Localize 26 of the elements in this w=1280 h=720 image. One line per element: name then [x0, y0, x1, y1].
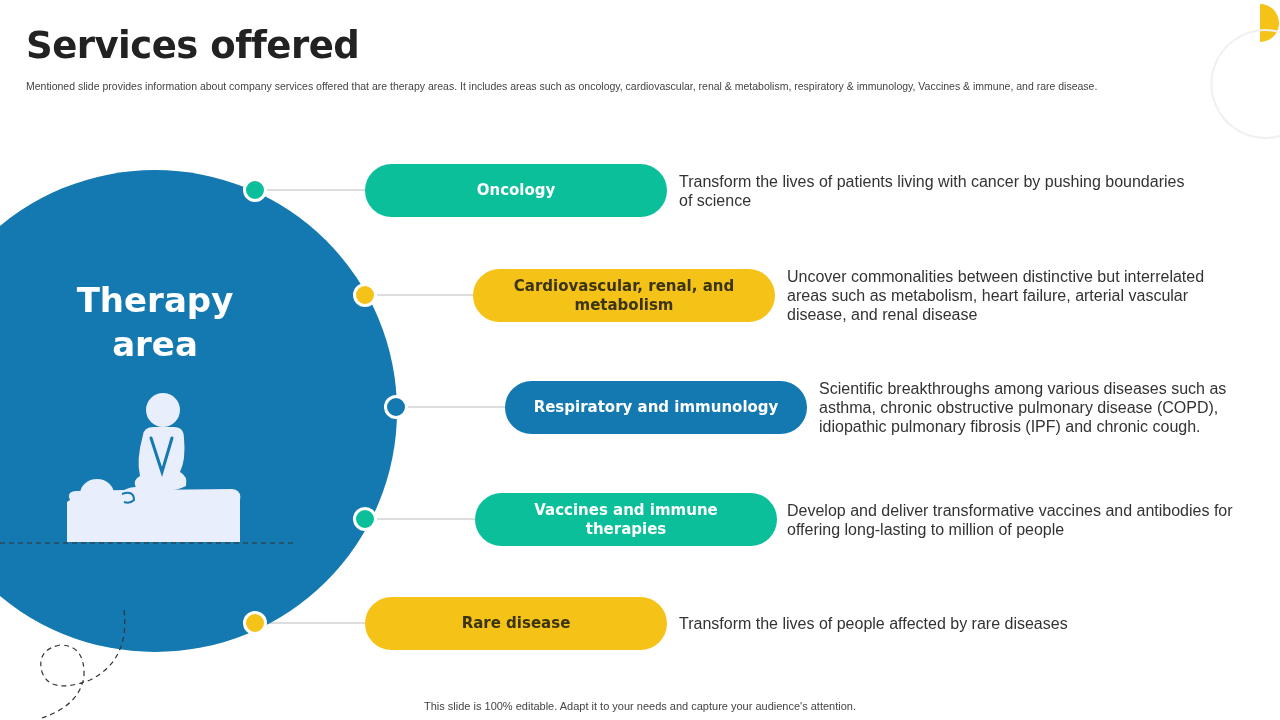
description-text: Transform the lives of patients living with cancer by pushing boundaries of science [679, 171, 1186, 210]
subtitle-text: Mentioned slide provides information about company services offered that are therapy areas. It includes areas such as oncology, cardiovascular, renal & metabolism, respiratory & immunology, Vaccines & immune, and rare disease. [26, 79, 1099, 93]
connector-line [376, 518, 476, 520]
description-text: Uncover commonalities between distinctive but interrelated areas such as metabolism, heart failure, arterial vascular disease, and renal disease [787, 267, 1206, 324]
node-dot [353, 283, 377, 307]
connector-line [266, 189, 366, 191]
pill-label: Cardiovascular, renal, and metabolism [512, 276, 736, 315]
description-text: Develop and deliver transformative vaccines and antibodies for offering long-lasting to million of people [787, 500, 1234, 539]
service-pill [365, 164, 667, 217]
service-pill [473, 269, 775, 322]
connector-line [376, 294, 474, 296]
service-pill [365, 597, 667, 650]
description-text: Scientific breakthroughs among various diseases such as asthma, chronic obstructive pulmonary disease (COPD), idiopathic pulmonary fibrosis (IPF) and chronic cough. [819, 379, 1228, 436]
service-pill [475, 493, 777, 546]
pill-label: Rare disease [461, 614, 571, 633]
node-dot [243, 178, 267, 202]
pill-label: Oncology [476, 181, 556, 200]
circle-heading: Therapy area [53, 278, 257, 366]
description-text: Transform the lives of people affected by rare diseases [679, 614, 1069, 633]
slide-title: Services offered [26, 24, 360, 67]
footer-note: This slide is 100% editable. Adapt it to your needs and capture your audience's attention. [423, 700, 857, 712]
connector-line [407, 406, 506, 408]
pill-label: Respiratory and immunology [533, 398, 779, 417]
node-dot [384, 395, 408, 419]
service-pill [505, 381, 807, 434]
pill-label: Vaccines and immune therapies [533, 500, 719, 539]
